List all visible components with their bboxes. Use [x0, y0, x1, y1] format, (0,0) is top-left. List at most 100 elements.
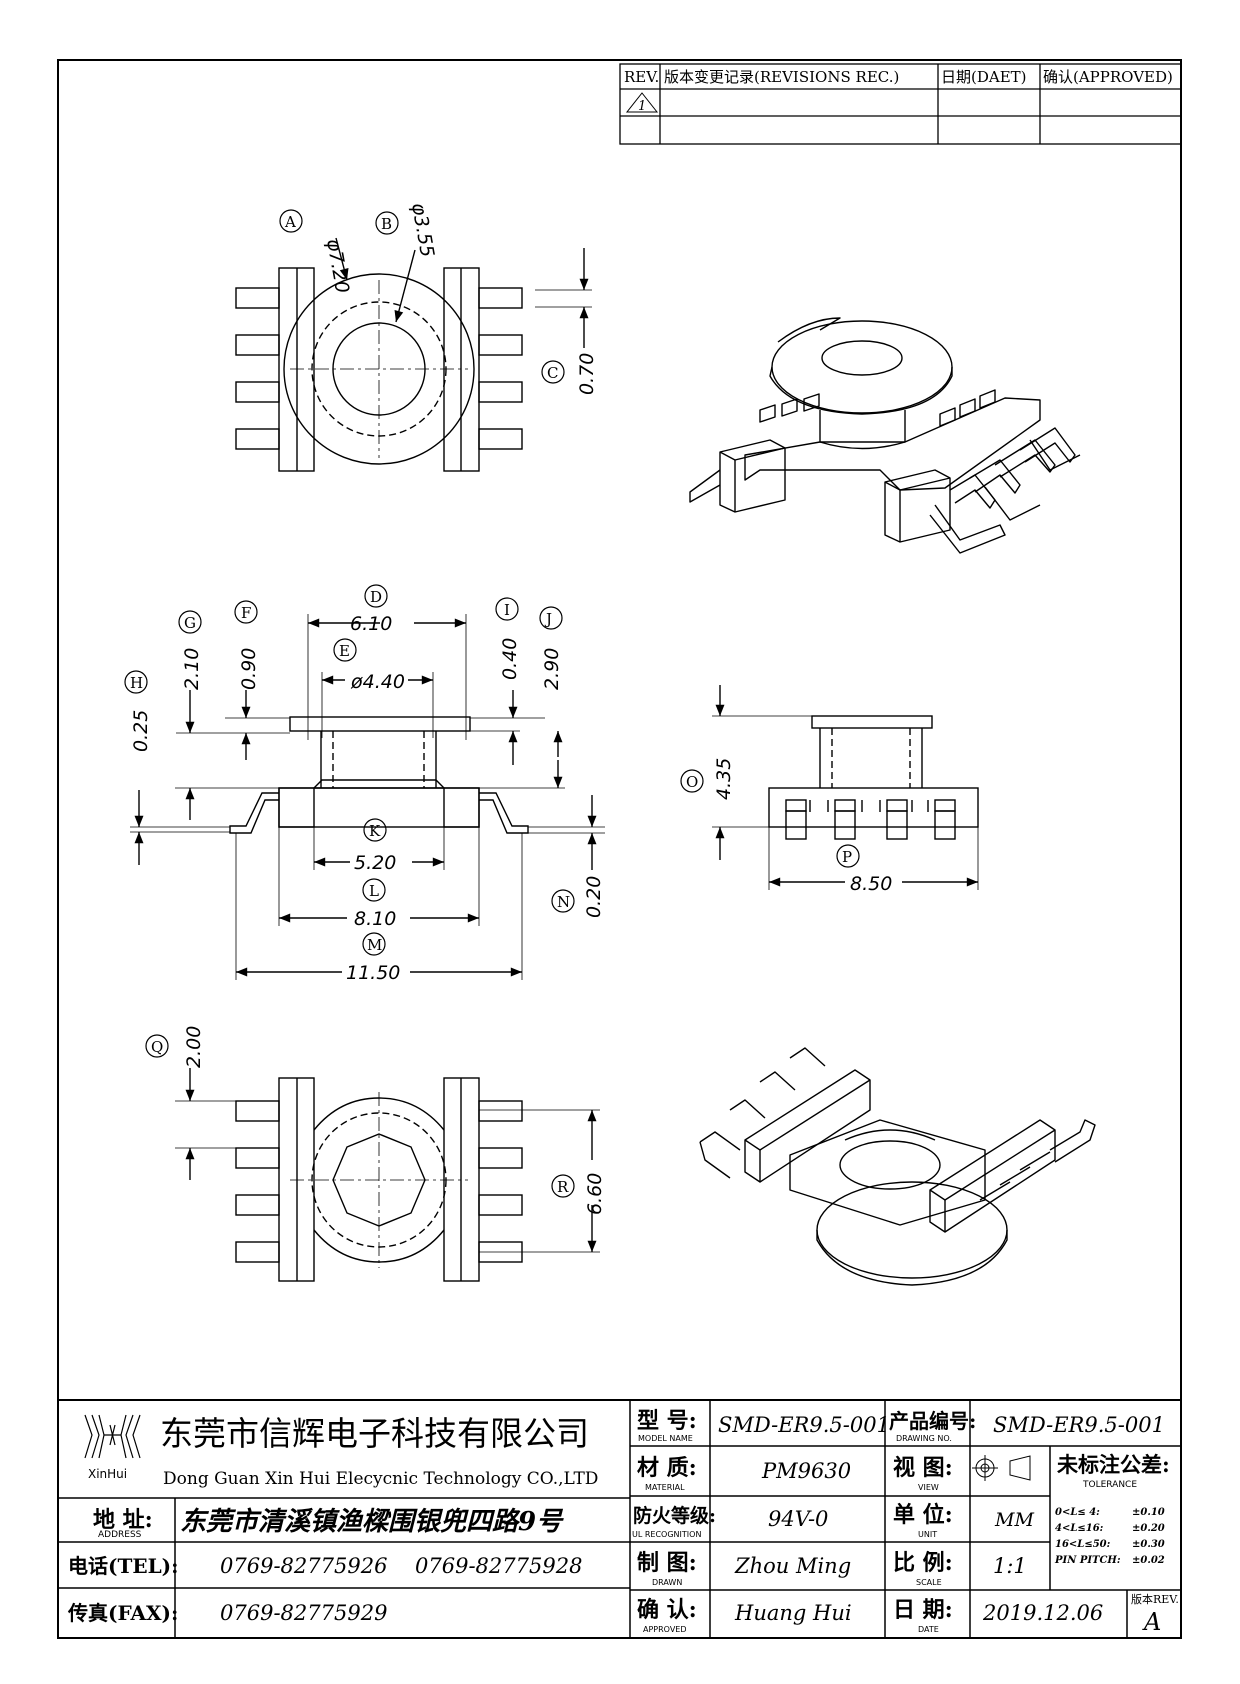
drawing-no-label: 产品编号: — [889, 1409, 976, 1433]
scale-label: 比 例: — [893, 1550, 953, 1576]
label-c: C — [547, 364, 558, 382]
tol-value-1: ±0.10 — [1132, 1507, 1165, 1518]
dim-p: 8.50 — [850, 873, 892, 895]
date-label: 日 期: — [893, 1597, 953, 1623]
label-i: I — [504, 601, 510, 619]
ul-label: 防火等级: — [633, 1504, 716, 1527]
unit-value: MM — [994, 1509, 1034, 1531]
ul-label-en: UL RECOGNITION — [632, 1530, 701, 1539]
scale-value: 1:1 — [993, 1554, 1027, 1578]
dim-o: 4.35 — [713, 758, 735, 800]
dim-q: 2.00 — [183, 1026, 205, 1068]
dim-f: 0.90 — [238, 648, 260, 690]
tel-2: 0769-82775928 — [415, 1554, 582, 1578]
label-r: R — [557, 1178, 569, 1196]
label-o: O — [686, 773, 698, 791]
unit-label: 单 位: — [893, 1502, 953, 1528]
tol-value-3: ±0.30 — [1132, 1539, 1165, 1550]
dim-n: 0.20 — [583, 876, 605, 918]
drawing-no-value: SMD-ER9.5-001 — [993, 1413, 1165, 1437]
drawn-label: 制 图: — [637, 1550, 697, 1576]
sheet-border — [57, 59, 1182, 1639]
front-view — [712, 685, 979, 890]
label-k: K — [369, 822, 381, 840]
fax: 0769-82775929 — [220, 1601, 387, 1625]
label-circle-o — [680, 769, 704, 793]
fax-label: 传真(FAX): — [67, 1601, 178, 1625]
top-view — [235, 237, 592, 472]
label-p: P — [842, 848, 852, 866]
tolerance-label-en: TOLERANCE — [1082, 1480, 1137, 1490]
material-label-en: MATERIAL — [645, 1483, 685, 1492]
company-logo — [84, 1414, 141, 1459]
dim-h: 0.25 — [130, 710, 152, 752]
side-view-labels — [124, 584, 575, 956]
rev-header-date: 日期(DAET) — [941, 68, 1027, 86]
label-f: F — [241, 604, 251, 622]
rev-label: 版本REV. — [1131, 1592, 1179, 1606]
approved-value: Huang Hui — [734, 1601, 852, 1625]
tol-value-2: ±0.20 — [1132, 1523, 1165, 1534]
dim-i: 0.40 — [499, 638, 521, 680]
address: 东莞市清溪镇渔樑围银兜四路9号 — [180, 1507, 564, 1537]
label-circle-q — [145, 1034, 169, 1058]
tol-range-3: 16<L≤50: — [1055, 1539, 1111, 1550]
model-label-en: MODEL NAME — [638, 1434, 693, 1443]
dim-r: 6.60 — [584, 1173, 606, 1215]
label-circle-b — [375, 211, 399, 235]
tol-value-4: ±0.02 — [1132, 1555, 1165, 1566]
model-value: SMD-ER9.5-001 — [718, 1413, 890, 1437]
title-block — [57, 1399, 1182, 1639]
drawing-no-label-en: DRAWING NO. — [896, 1434, 952, 1443]
approved-label-en: APPROVED — [643, 1625, 687, 1634]
dim-k: 5.20 — [354, 852, 396, 874]
label-g: G — [184, 614, 196, 632]
tol-range-2: 4<L≤16: — [1055, 1523, 1104, 1534]
material-value: PM9630 — [761, 1459, 851, 1483]
revision-triangle-icon: 1 — [625, 92, 659, 114]
iso-view-top — [689, 317, 1081, 554]
revision-table — [619, 63, 1182, 145]
scale-label-en: SCALE — [916, 1578, 942, 1587]
svg-text:1: 1 — [638, 99, 646, 114]
dim-d: 6.10 — [350, 613, 392, 635]
label-h: H — [130, 674, 143, 692]
view-label-en: VIEW — [918, 1483, 939, 1492]
logo-text: XinHui — [88, 1467, 127, 1481]
label-b: B — [381, 215, 392, 233]
company-name-cn: 东莞市信辉电子科技有限公司 — [160, 1414, 589, 1453]
date-value: 2019.12.06 — [982, 1601, 1103, 1625]
approved-label: 确 认: — [637, 1597, 697, 1623]
label-d: D — [370, 588, 382, 606]
label-l: L — [369, 882, 379, 900]
material-label: 材 质: — [637, 1455, 697, 1481]
model-label: 型 号: — [637, 1408, 697, 1434]
tel-label: 电话(TEL): — [68, 1554, 179, 1578]
dim-m: 11.50 — [346, 962, 400, 984]
rev-header-rev: REV. — [624, 68, 659, 86]
bottom-view — [175, 1068, 600, 1282]
rev-header-record: 版本变更记录(REVISIONS REC.) — [664, 68, 899, 86]
third-angle-projection-icon — [972, 1455, 1031, 1481]
label-circle-a — [279, 209, 303, 233]
drawn-value: Zhou Ming — [734, 1554, 851, 1578]
label-n: N — [557, 893, 570, 911]
rev-header-approved: 确认(APPROVED) — [1043, 68, 1173, 86]
dim-b: φ3.55 — [407, 201, 438, 259]
side-view — [130, 614, 605, 980]
address-label-en: ADDRESS — [98, 1530, 142, 1540]
tol-range-1: 0<L≤ 4: — [1055, 1507, 1100, 1518]
dim-g: 2.10 — [181, 648, 203, 690]
tol-range-4: PIN PITCH: — [1054, 1555, 1121, 1566]
company-name-en: Dong Guan Xin Hui Elecycnic Technology C… — [163, 1469, 598, 1489]
label-e: E — [339, 642, 350, 660]
label-circle-r — [551, 1174, 575, 1198]
dim-a: φ7.20 — [322, 237, 353, 295]
dim-c: 0.70 — [576, 353, 598, 395]
label-m: M — [367, 936, 382, 954]
tel-1: 0769-82775926 — [220, 1554, 387, 1578]
iso-view-bottom — [699, 1047, 1096, 1286]
label-a: A — [284, 213, 296, 231]
label-circle-p — [836, 844, 860, 868]
